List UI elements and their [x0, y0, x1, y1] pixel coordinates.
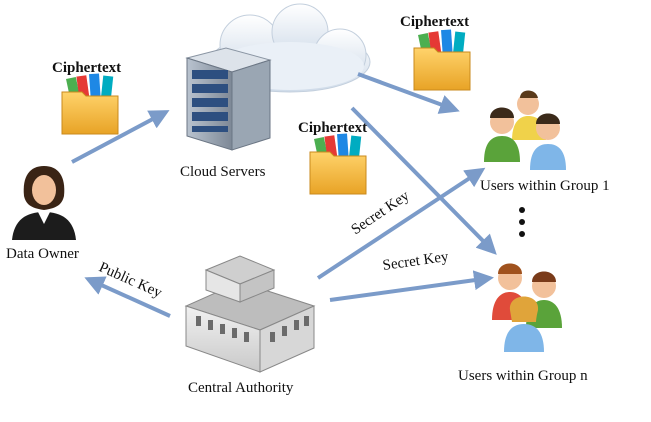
arrow-cloud-to-group1: [357, 72, 460, 114]
arrow-ca-to-group1: [316, 167, 486, 280]
ciphertext-label-top: Ciphertext: [400, 14, 470, 30]
arrow-ca-to-groupn: [329, 270, 494, 302]
data-owner-icon: [12, 166, 76, 240]
users-group-1-label: Users within Group 1: [480, 178, 610, 194]
folder-icon-owner: [61, 73, 119, 135]
ciphertext-label-middle: Ciphertext: [298, 120, 368, 136]
arrow-owner-to-cloud: [71, 110, 170, 164]
users-group-n-label: Users within Group n: [458, 368, 588, 384]
folder-icon-top: [413, 29, 471, 91]
folder-icon-middle: [309, 133, 367, 195]
server-icon: [185, 47, 272, 151]
cloud-servers-label: Cloud Servers: [180, 164, 266, 180]
ciphertext-label-owner: Ciphertext: [52, 60, 122, 76]
arrow-ca-to-owner: [84, 276, 171, 318]
arrow-cloud-to-groupn: [350, 106, 497, 255]
central-authority-label: Central Authority: [188, 380, 294, 396]
ellipsis-dots: [519, 207, 525, 237]
central-authority-building-icon: [184, 255, 316, 373]
users-group-n-icon: [492, 263, 562, 352]
users-group-1-icon: [484, 90, 566, 170]
data-owner-label: Data Owner: [6, 246, 79, 262]
